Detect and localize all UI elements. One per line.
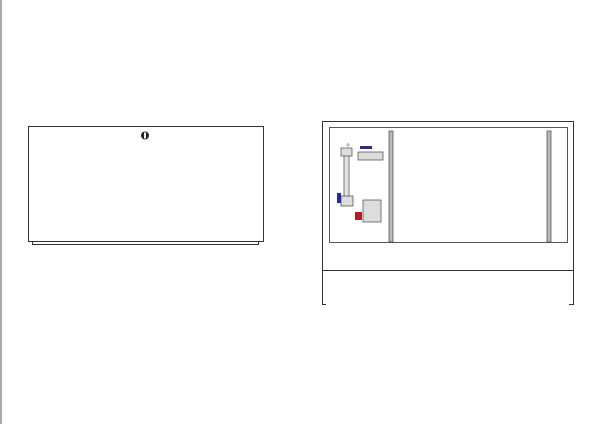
return-valve-handle xyxy=(355,212,362,220)
cabinet-door xyxy=(28,126,264,242)
lock-icon xyxy=(141,131,149,140)
cabinet-base-strip xyxy=(32,241,259,245)
return-valve xyxy=(362,199,382,223)
rail-left xyxy=(388,130,394,243)
supply-valve-handle xyxy=(360,146,372,149)
cabinet-front-view xyxy=(28,126,264,245)
cabinet-open-view xyxy=(322,121,574,305)
rail-right xyxy=(546,130,552,243)
mounting-panel xyxy=(329,127,568,243)
supply-valve xyxy=(357,151,384,161)
bypass-pipe xyxy=(343,151,350,203)
bypass-valve-handle xyxy=(337,193,341,203)
